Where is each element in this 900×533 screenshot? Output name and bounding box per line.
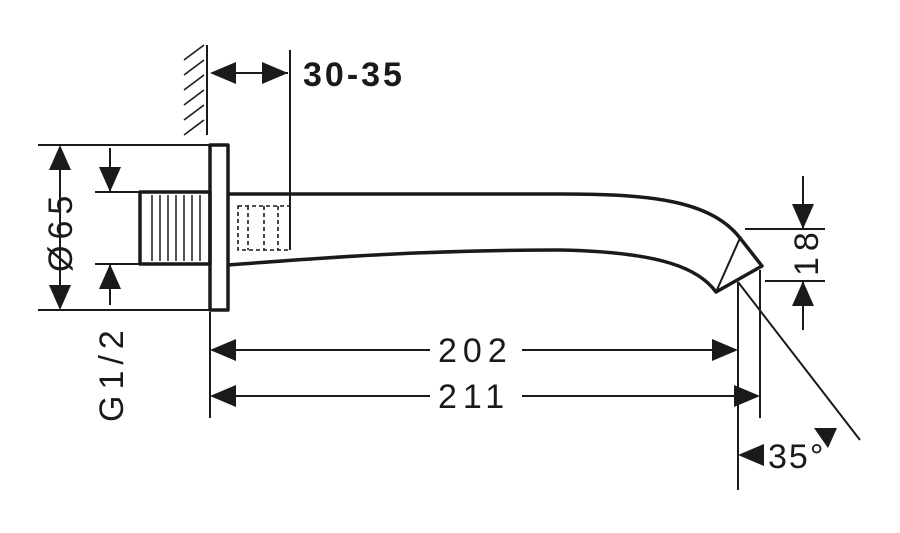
- length-inner-label: 202: [438, 332, 513, 370]
- flange-plate: [208, 143, 230, 312]
- outlet-height-label: 18: [788, 226, 826, 276]
- wall: [183, 44, 208, 136]
- dim-wall-gap: [210, 50, 291, 250]
- length-outer-label: 211: [438, 378, 510, 416]
- dim-thread: [95, 148, 140, 305]
- dim-length-outer: [210, 270, 761, 418]
- outlet-angle-label: 35°: [768, 438, 825, 476]
- flange-diameter-label: Ø65: [42, 190, 80, 272]
- dim-outlet-height: [745, 176, 825, 330]
- dim-flange-diameter: [38, 144, 210, 311]
- spout-outlet-edge: [715, 237, 741, 293]
- dim-length-inner: [209, 282, 739, 490]
- thread-label: G1/2: [93, 324, 131, 422]
- wall-gap-label: 30-35: [303, 56, 405, 94]
- spout-body: [227, 192, 764, 294]
- hidden-lines: [237, 205, 291, 251]
- threaded-connector: [138, 190, 212, 266]
- dim-outlet-angle: [737, 281, 861, 466]
